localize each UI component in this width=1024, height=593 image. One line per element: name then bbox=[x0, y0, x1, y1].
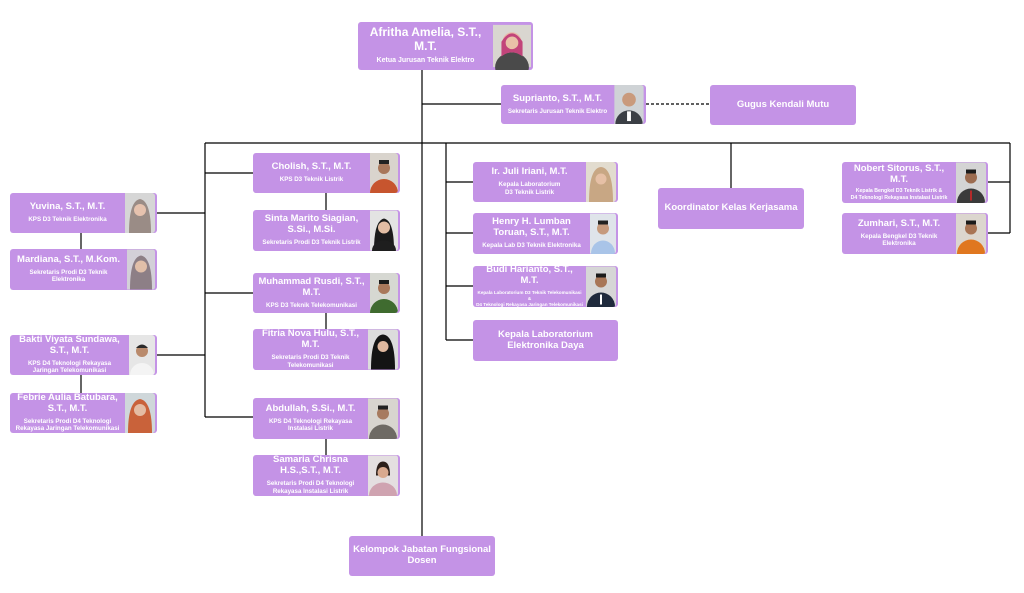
sinta-role: Sekretaris Prodi D3 Teknik Listrik bbox=[262, 239, 361, 247]
henry-box: Henry H. Lumban Toruan, S.T., M.T. Kepal… bbox=[473, 213, 618, 254]
secretary-name: Suprianto, S.T., M.T. bbox=[512, 92, 603, 104]
fitria-photo bbox=[368, 329, 398, 370]
secretary-box: Suprianto, S.T., M.T. Sekretaris Jurusan… bbox=[501, 85, 646, 124]
head-of-department-box: Afritha Amelia, S.T., M.T. Ketua Jurusan… bbox=[358, 22, 533, 70]
febrie-photo bbox=[125, 393, 155, 433]
power-lab-line-1: Kepala Laboratorium bbox=[497, 328, 594, 340]
mardiana-box: Mardiana, S.T., M.Kom. Sekretaris Prodi … bbox=[10, 249, 157, 290]
zumhari-photo bbox=[956, 213, 986, 254]
henry-photo bbox=[590, 213, 616, 254]
coordinator-label: Koordinator Kelas Kerjasama bbox=[664, 202, 798, 214]
zumhari-name: Zumhari, S.T., M.T. bbox=[857, 217, 941, 229]
rusdi-role: KPS D3 Teknik Telekomunikasi bbox=[266, 301, 357, 309]
febrie-role-2: Rekayasa Jaringan Telekomunikasi bbox=[15, 425, 120, 433]
nobert-role-1: Kepala Bengkel D3 Teknik Listrik & bbox=[855, 188, 943, 195]
budi-role: Kepala Laboratorium D3 Teknik Telekomuni… bbox=[476, 290, 583, 307]
febrie-box: Febrie Aulia Batubara, S.T., M.T. Sekret… bbox=[10, 391, 157, 434]
budi-name: Budi Harianto, S.T., M.T. bbox=[486, 264, 573, 287]
juli-role-1: Kepala Laboratorium bbox=[498, 181, 561, 189]
head-role: Ketua Jurusan Teknik Elektro bbox=[376, 56, 475, 64]
power-electronics-lab-box: Kepala Laboratorium Elektronika Daya bbox=[473, 320, 618, 361]
rusdi-name: Muhammad Rusdi, S.T., M.T. bbox=[258, 275, 365, 298]
budi-role-1: Kepala Laboratorium D3 Teknik Telekomuni… bbox=[477, 290, 582, 302]
budi-photo bbox=[586, 266, 616, 307]
samaria-photo bbox=[368, 455, 398, 496]
cholish-role: KPS D3 Teknik Listrik bbox=[279, 176, 344, 184]
nobert-photo bbox=[956, 162, 986, 203]
mardiana-photo bbox=[127, 249, 155, 290]
abdullah-role-2: Instalasi Listrik bbox=[287, 425, 334, 433]
juli-box: Ir. Juli Iriani, M.T. Kepala Laboratoriu… bbox=[473, 162, 618, 202]
quality-control-box: Gugus Kendali Mutu bbox=[710, 85, 856, 125]
yuvina-role: KPS D3 Teknik Elektronika bbox=[28, 216, 107, 224]
bakti-role-2: Jaringan Telekomunikasi bbox=[32, 367, 107, 375]
juli-role-2: D3 Teknik Listrik bbox=[504, 188, 555, 196]
samaria-role-1: Sekretaris Prodi D4 Teknologi bbox=[266, 480, 355, 488]
budi-role-2: D4 Teknologi Rekayasa Jaringan Telekomun… bbox=[476, 301, 583, 307]
sinta-box: Sinta Marito Siagian, S.Si., M.Si. Sekre… bbox=[253, 210, 400, 251]
functional-group-line-1: Kelompok Jabatan Fungsional bbox=[353, 544, 491, 556]
functional-group-line-2: Dosen bbox=[407, 555, 437, 566]
juli-photo bbox=[586, 162, 616, 202]
cholish-box: Cholish, S.T., M.T. KPS D3 Teknik Listri… bbox=[253, 153, 400, 193]
samaria-box: Samaria Chrisna H.S.,S.T., M.T. Sekretar… bbox=[253, 454, 400, 496]
febrie-role-1: Sekretaris Prodi D4 Teknologi bbox=[23, 417, 112, 425]
power-lab-line-2: Elektronika Daya bbox=[507, 339, 584, 351]
samaria-name: Samaria Chrisna H.S.,S.T., M.T. bbox=[273, 454, 348, 477]
head-photo bbox=[493, 22, 531, 70]
secretary-role: Sekretaris Jurusan Teknik Elektro bbox=[507, 107, 608, 115]
zumhari-box: Zumhari, S.T., M.T. Kepala Bengkel D3 Te… bbox=[842, 213, 988, 254]
nobert-box: Nobert Sitorus, S.T., M.T. Kepala Bengke… bbox=[842, 162, 988, 203]
yuvina-name: Yuvina, S.T., M.T. bbox=[29, 201, 106, 213]
febrie-name: Febrie Aulia Batubara, S.T., M.T. bbox=[17, 391, 118, 414]
quality-control-label: Gugus Kendali Mutu bbox=[736, 98, 830, 110]
rusdi-photo bbox=[370, 273, 398, 313]
fitria-box: Fitria Nova Hulu, S.T., M.T. Sekretaris … bbox=[253, 328, 400, 370]
fitria-role: Sekretaris Prodi D3 Teknik Telekomunikas… bbox=[271, 354, 350, 369]
henry-name: Henry H. Lumban Toruan, S.T., M.T. bbox=[492, 216, 571, 239]
bakti-name: Bakti Viyata Sundawa, S.T., M.T. bbox=[19, 333, 120, 356]
cholish-name: Cholish, S.T., M.T. bbox=[271, 161, 352, 173]
nobert-name: Nobert Sitorus, S.T., M.T. bbox=[853, 162, 945, 185]
head-name: Afritha Amelia, S.T., M.T. bbox=[369, 25, 482, 54]
abdullah-name: Abdullah, S.Si., M.T. bbox=[265, 402, 356, 414]
sinta-photo bbox=[370, 210, 398, 251]
abdullah-box: Abdullah, S.Si., M.T. KPS D4 Teknologi R… bbox=[253, 398, 400, 439]
bakti-photo bbox=[129, 335, 155, 375]
juli-name: Ir. Juli Iriani, M.T. bbox=[491, 166, 568, 178]
fitria-name: Fitria Nova Hulu, S.T., M.T. bbox=[261, 328, 360, 351]
nobert-role: Kepala Bengkel D3 Teknik Listrik &D4 Tek… bbox=[851, 188, 948, 201]
bakti-box: Bakti Viyata Sundawa, S.T., M.T. KPS D4 … bbox=[10, 333, 157, 376]
bakti-role-1: KPS D4 Teknologi Rekayasa bbox=[27, 359, 112, 367]
secretary-photo bbox=[614, 85, 644, 124]
mardiana-name: Mardiana, S.T., M.Kom. bbox=[17, 253, 120, 265]
rusdi-box: Muhammad Rusdi, S.T., M.T. KPS D3 Teknik… bbox=[253, 273, 400, 313]
zumhari-role: Kepala Bengkel D3 Teknik Elektronika bbox=[860, 232, 938, 248]
samaria-role-2: Rekayasa Instalasi Listrik bbox=[272, 487, 349, 495]
cholish-photo bbox=[370, 153, 398, 193]
sinta-name: Sinta Marito Siagian, S.Si., M.Si. bbox=[264, 213, 359, 236]
yuvina-photo bbox=[125, 193, 155, 233]
henry-role: Kepala Lab D3 Teknik Elektronika bbox=[482, 242, 581, 250]
mardiana-role: Sekretaris Prodi D3 Teknik Elektronika bbox=[29, 268, 108, 284]
abdullah-photo bbox=[368, 398, 398, 439]
abdullah-role-1: KPS D4 Teknologi Rekayasa bbox=[268, 417, 353, 425]
coordinator-box: Koordinator Kelas Kerjasama bbox=[658, 188, 804, 229]
functional-group-box: Kelompok Jabatan Fungsional Dosen bbox=[349, 536, 495, 576]
nobert-role-2: D4 Teknologi Rekayasa Instalasi Listrik bbox=[850, 194, 948, 201]
budi-box: Budi Harianto, S.T., M.T. Kepala Laborat… bbox=[473, 264, 618, 307]
yuvina-box: Yuvina, S.T., M.T. KPS D3 Teknik Elektro… bbox=[10, 193, 157, 233]
